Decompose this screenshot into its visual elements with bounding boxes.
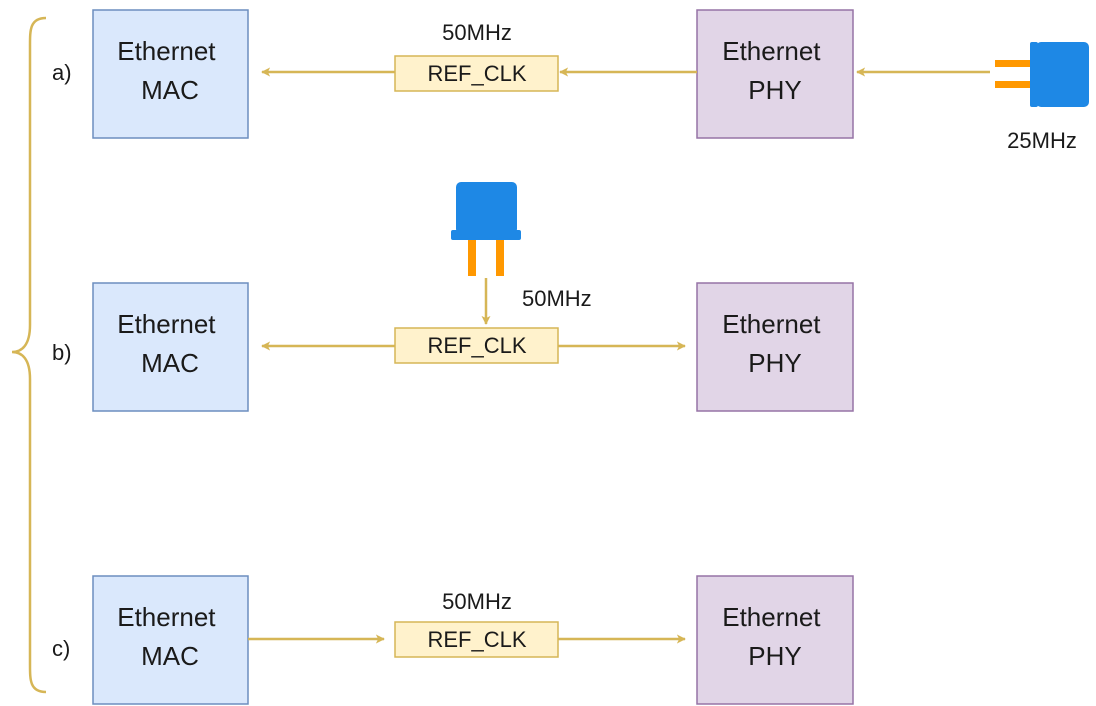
- ref-clk-label-a: REF_CLK: [427, 61, 526, 86]
- phy-box-a: [696, 9, 854, 139]
- mac-box-a: [92, 9, 249, 139]
- mac-label-b: Ethernet MAC: [117, 309, 223, 378]
- freq-label-b: 50MHz: [522, 286, 592, 311]
- ref-clk-label-c: REF_CLK: [427, 627, 526, 652]
- phy-label-b-line1: Ethernet: [722, 309, 821, 339]
- phy-label-a-line2: PHY: [748, 75, 801, 105]
- mac-label-b-line2: MAC: [141, 348, 199, 378]
- phy-label-a: Ethernet PHY: [722, 36, 828, 105]
- phy-label-c-line2: PHY: [748, 641, 801, 671]
- phy-label-a-line1: Ethernet: [722, 36, 821, 66]
- phy-label-c-line1: Ethernet: [722, 602, 821, 632]
- mac-label-c: Ethernet MAC: [117, 602, 223, 671]
- row-label-c: c): [52, 636, 70, 661]
- phy-box-c: [696, 575, 854, 705]
- mac-label-c-line1: Ethernet: [117, 602, 216, 632]
- mac-box-c: [92, 575, 249, 705]
- freq-label-a: 50MHz: [442, 20, 512, 45]
- ref-clk-box-a: [394, 55, 559, 92]
- mac-label-a: Ethernet MAC: [117, 36, 223, 105]
- mac-label-a-line2: MAC: [141, 75, 199, 105]
- crystal-oscillator-icon: [995, 42, 1089, 107]
- row-b: b) Ethernet MAC Ethernet PHY 50MHz: [52, 182, 854, 412]
- row-label-a: a): [52, 60, 72, 85]
- curly-brace-icon: [11, 16, 47, 694]
- phy-label-b-line2: PHY: [748, 348, 801, 378]
- mac-box-b: [92, 282, 249, 412]
- freq-label-c: 50MHz: [442, 589, 512, 614]
- mac-label-c-line2: MAC: [141, 641, 199, 671]
- ref-clk-box-b: [394, 327, 559, 364]
- mac-label-b-line1: Ethernet: [117, 309, 216, 339]
- phy-label-c: Ethernet PHY: [722, 602, 828, 671]
- phy-box-b: [696, 282, 854, 412]
- crystal-oscillator-icon: [451, 182, 521, 276]
- row-label-b: b): [52, 340, 72, 365]
- ref-clk-box-c: [394, 621, 559, 658]
- mac-label-a-line1: Ethernet: [117, 36, 216, 66]
- row-c: c) Ethernet MAC Ethernet PHY 50MHz REF_C…: [52, 575, 854, 705]
- row-a: a) Ethernet MAC Ethernet PHY 50MHz REF_C…: [52, 9, 1089, 153]
- crystal-freq-label-a: 25MHz: [1007, 128, 1077, 153]
- phy-label-b: Ethernet PHY: [722, 309, 828, 378]
- ref-clk-label-b: REF_CLK: [427, 333, 526, 358]
